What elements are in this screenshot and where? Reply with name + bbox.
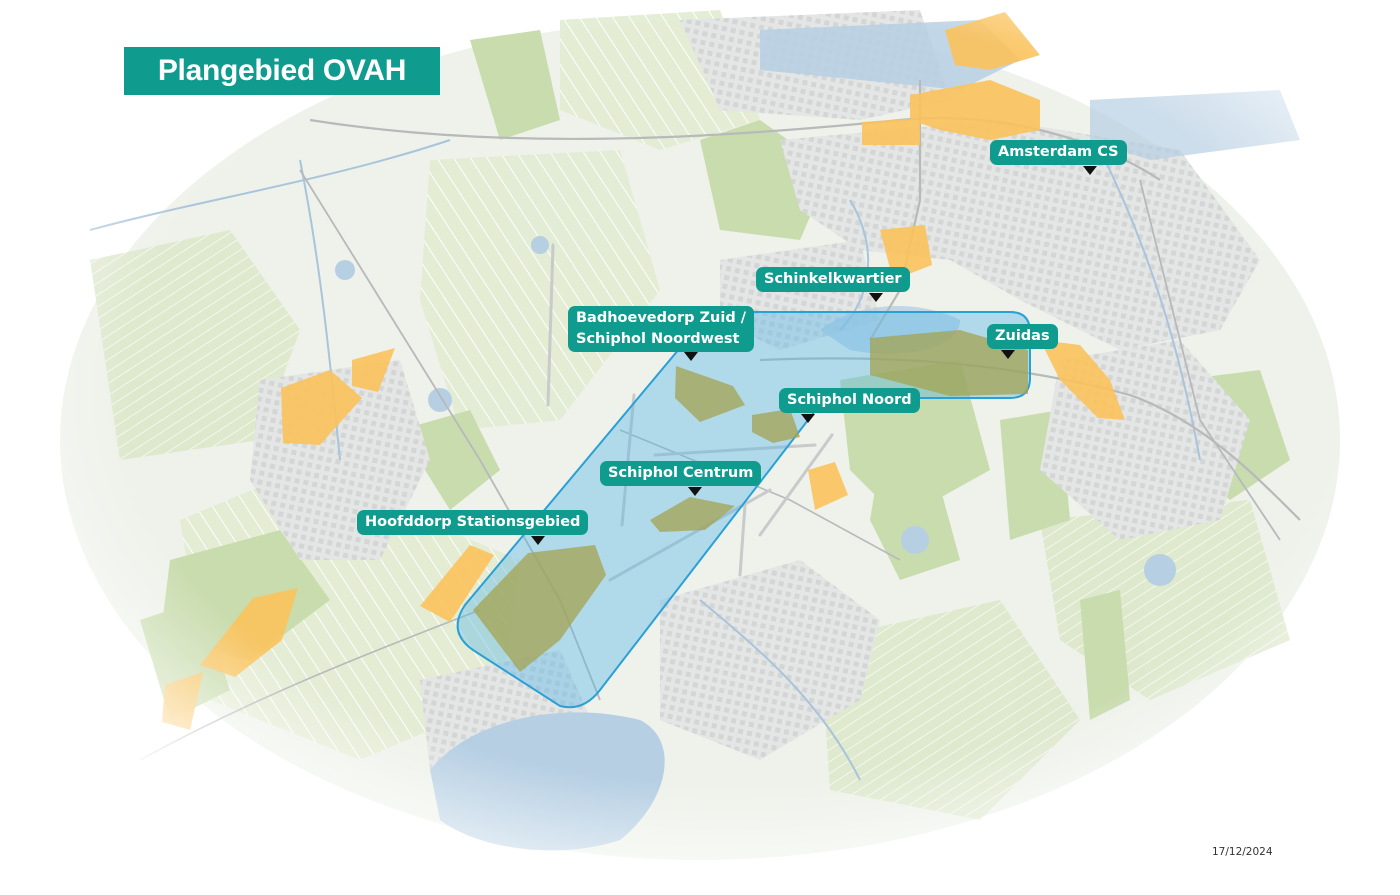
label-amsterdam-cs-text: Amsterdam CS xyxy=(998,144,1119,160)
pin-schinkelkwartier-icon xyxy=(869,293,883,302)
label-schiphol-centrum[interactable]: Schiphol Centrum xyxy=(600,461,762,486)
label-zuidas[interactable]: Zuidas xyxy=(987,324,1058,349)
label-schinkelkwartier-text: Schinkelkwartier xyxy=(764,271,902,287)
label-schiphol-noord-text: Schiphol Noord xyxy=(787,392,912,408)
label-badhoevedorp-zuid-schiphol-noordwest[interactable]: Badhoevedorp Zuid / Schiphol Noordwest xyxy=(568,306,755,352)
pin-hoofddorp-icon xyxy=(531,536,545,545)
label-zuidas-text: Zuidas xyxy=(995,328,1050,344)
pin-badhoevedorp-icon xyxy=(684,352,698,361)
pin-schiphol-noord-icon xyxy=(801,414,815,423)
pin-amsterdam-cs-icon xyxy=(1083,166,1097,175)
label-badhoevedorp-line2: Schiphol Noordwest xyxy=(576,331,740,347)
pin-schiphol-centrum-icon xyxy=(688,487,702,496)
label-hoofddorp-stationsgebied-text: Hoofddorp Stationsgebied xyxy=(365,514,581,530)
label-schiphol-centrum-text: Schiphol Centrum xyxy=(608,465,754,481)
label-badhoevedorp-line1: Badhoevedorp Zuid / xyxy=(576,310,747,326)
label-hoofddorp-stationsgebied[interactable]: Hoofddorp Stationsgebied xyxy=(357,510,589,535)
label-schinkelkwartier[interactable]: Schinkelkwartier xyxy=(756,267,910,292)
label-schiphol-noord[interactable]: Schiphol Noord xyxy=(779,388,920,413)
label-amsterdam-cs[interactable]: Amsterdam CS xyxy=(990,140,1127,165)
map-date: 17/12/2024 xyxy=(1212,846,1273,858)
pin-zuidas-icon xyxy=(1001,350,1015,359)
map-title: Plangebied OVAH xyxy=(124,47,440,95)
